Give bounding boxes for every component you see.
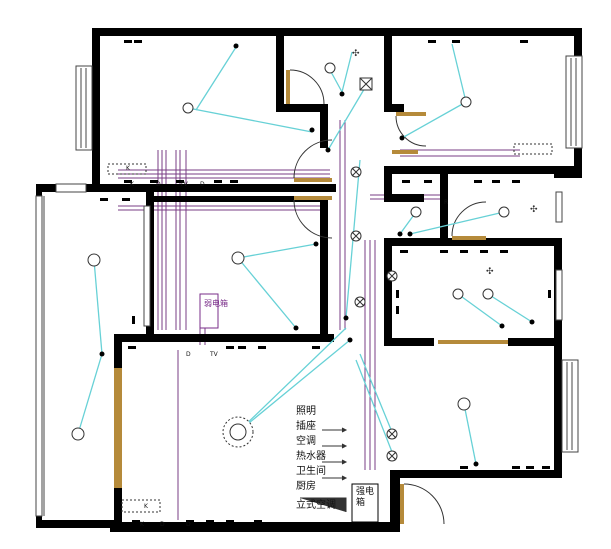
label-d-3: D [186,351,191,358]
exhaust-fans: ✣ ✣ ✣ [352,49,538,277]
label-tv: TV [179,181,189,188]
ceiling-lamps [71,62,510,448]
svg-text:✣: ✣ [352,49,360,59]
sockets [100,40,551,523]
strong-box-label: 强电箱 [356,487,375,508]
legend-item-kitchen: 厨房 [296,481,316,492]
label-d: D [156,181,161,188]
legend-item-water-heater: 热水器 [296,451,326,462]
legend-item-vertical-ac: 立式空调 [296,500,336,511]
doors [114,69,508,525]
label-tv-2: TV [209,351,219,358]
legend-item-bathroom: 卫生间 [296,466,326,477]
label-k: K [130,181,135,188]
circuit-legend: 照明 插座 空调 热水器 卫生间 厨房 立式空调 [296,404,336,513]
ac-units [107,143,553,513]
weak-box-label-1: 弱电箱 [204,298,228,308]
weak-current-box: 弱电箱 [199,293,228,329]
label-d-5: D [186,521,191,528]
lighting-wiring [77,43,533,465]
socket-labels: K D TV D D TV K D D K K R [126,165,448,528]
label-d-2: D [200,181,205,188]
label-k-4: K [126,165,131,172]
wall-switches [99,43,535,467]
svg-text:✣: ✣ [530,205,538,215]
label-k-2: K [140,521,145,528]
legend-item-ac: 空调 [296,436,316,447]
label-r: R [444,199,448,206]
label-d-4: D [160,521,165,528]
svg-text:✣: ✣ [486,267,494,277]
strong-current-box [351,483,379,523]
legend-item-lighting: 照明 [296,406,316,417]
label-k-3: K [144,503,149,510]
junction-boxes [350,77,398,462]
legend-arrows [300,427,348,512]
legend-item-socket: 插座 [296,421,316,432]
windows [35,55,583,517]
